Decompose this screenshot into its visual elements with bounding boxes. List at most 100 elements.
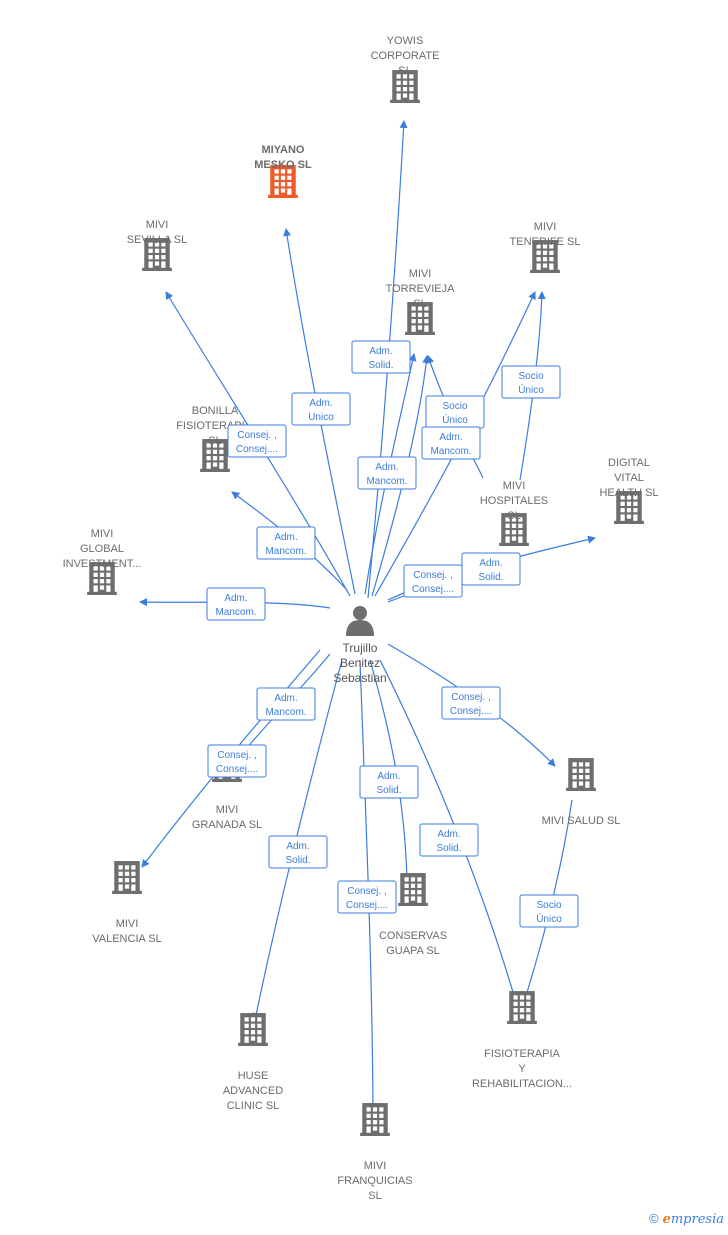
company-name-line: REHABILITACION... [472, 1078, 572, 1090]
edge-label-text: Socio [442, 401, 467, 412]
company-name-line: MIVI [91, 528, 114, 540]
edge-label-box [206, 587, 266, 621]
company-node-valencia[interactable]: MIVI VALENCIA SL [92, 861, 162, 945]
edge-label-text: Socio [536, 900, 561, 911]
edge-label-l_mancom2[interactable]: Adm. Mancom. [421, 426, 481, 460]
company-name-line: MIVI [534, 221, 557, 233]
company-name-line: VITAL [614, 472, 644, 484]
edge-label-text: Consej.... [412, 584, 454, 595]
company-node-global[interactable]: MIVIGLOBALINVESTMENT... [63, 528, 142, 595]
company-node-fisioterapia[interactable]: FISIOTERAPIAYREHABILITACION... [472, 991, 572, 1090]
company-name-line: SL [208, 435, 221, 447]
edge-label-box [351, 340, 411, 374]
edge-label-box [501, 365, 561, 399]
edge-label-text: Adm. [274, 693, 297, 704]
edge-label-text: Mancom. [265, 707, 306, 718]
edge-label-box [357, 456, 417, 490]
relationship-edge [359, 659, 377, 1111]
edge-label-text: Consej. , [217, 750, 256, 761]
edge-label-box [421, 426, 481, 460]
edge-label-text: Consej. , [451, 692, 490, 703]
company-name-line: MESKO SL [254, 159, 312, 171]
edge-label-box [419, 823, 479, 857]
edge-label-text: Unico [308, 412, 334, 423]
company-node-salud[interactable]: MIVI SALUD SL [542, 758, 621, 827]
company-name-line: MIVI SALUD SL [542, 815, 621, 827]
edge-label-l_granada_mancom[interactable]: Adm. Mancom. [256, 687, 316, 721]
person-name-line: Trujillo [343, 641, 378, 655]
company-name-line: CORPORATE [371, 50, 440, 62]
edge-label-l_hosp_consej[interactable]: Consej. ,Consej.... [403, 564, 463, 598]
edge-label-text: Único [536, 912, 562, 925]
edge-label-l_hosp_solid[interactable]: Adm.Solid. [461, 552, 521, 586]
company-name-line: SL [398, 65, 411, 77]
edge-label-l_valencia_consej[interactable]: Consej. , Consej.... [207, 744, 267, 778]
edge-label-box [256, 687, 316, 721]
edge-label-text: Adm. [224, 593, 247, 604]
edge-label-box [268, 835, 328, 869]
edge-label-text: Mancom. [215, 607, 256, 618]
company-name-line: Y [518, 1063, 526, 1075]
edge-label-l_bonilla_consej[interactable]: Consej. ,Consej.... [227, 424, 287, 458]
edge-label-box [461, 552, 521, 586]
relationship-edge [379, 659, 517, 1000]
edge-label-text: Consej.... [216, 764, 258, 775]
edge-label-l_torrevieja_solid[interactable]: Adm. Solid. [351, 340, 411, 374]
building-icon [398, 873, 428, 906]
company-name-line: SEVILLA SL [127, 234, 188, 246]
edge-label-text: Consej.... [450, 706, 492, 717]
brand-e: e [662, 1212, 671, 1227]
company-node-torrevieja[interactable]: MIVI TORREVIEJA SL [386, 268, 456, 335]
edge-label-text: Mancom. [366, 476, 407, 487]
edge-label-l_conservas[interactable]: Adm.Solid. [359, 765, 419, 799]
person-node[interactable]: Trujillo Benitez Sebastian [333, 606, 387, 685]
edge-label-l_salud_consej[interactable]: Consej. , Consej.... [441, 686, 501, 720]
company-name-line: MIVI [409, 268, 432, 280]
edge-label-text: Adm. [377, 771, 400, 782]
edge-label-box [207, 744, 267, 778]
edge-label-box [337, 880, 397, 914]
edge-label-text: Socio [518, 371, 543, 382]
edge-label-text: Consej.... [236, 444, 278, 455]
edge-label-text: Adm. [439, 432, 462, 443]
building-icon [112, 861, 142, 894]
edge-label-box [227, 424, 287, 458]
company-name-line: HUSE [238, 1070, 269, 1082]
edge-label-l_miyano[interactable]: Adm.Unico [291, 392, 351, 426]
company-name-line: FRANQUICIAS [337, 1175, 412, 1187]
edge-label-text: Adm. [375, 462, 398, 473]
company-name-line: VALENCIA SL [92, 933, 162, 945]
company-name-line: MIVI [364, 1160, 387, 1172]
edge-label-text: Adm. [369, 346, 392, 357]
person-name-line: Benitez [340, 656, 380, 670]
company-name-line: MIVI [116, 918, 139, 930]
edge-label-l_bonilla_mancom[interactable]: Adm.Mancom. [256, 526, 316, 560]
company-name-line: SL [413, 298, 426, 310]
edge-label-l_franq[interactable]: Consej. ,Consej.... [337, 880, 397, 914]
edge-label-text: Único [518, 383, 544, 396]
edge-label-l_huse[interactable]: Adm.Solid. [268, 835, 328, 869]
edge-label-text: Adm. [274, 532, 297, 543]
company-name-line: TORREVIEJA [386, 283, 456, 295]
edge-label-l_fisio[interactable]: Adm.Solid. [419, 823, 479, 857]
edge-label-l_torrevieja_mancom[interactable]: Adm. Mancom. [357, 456, 417, 490]
edge-label-box [291, 392, 351, 426]
edge-label-l_global[interactable]: Adm. Mancom. [206, 587, 266, 621]
edge-label-text: Solid. [368, 360, 393, 371]
edge-label-text: Mancom. [430, 446, 471, 457]
